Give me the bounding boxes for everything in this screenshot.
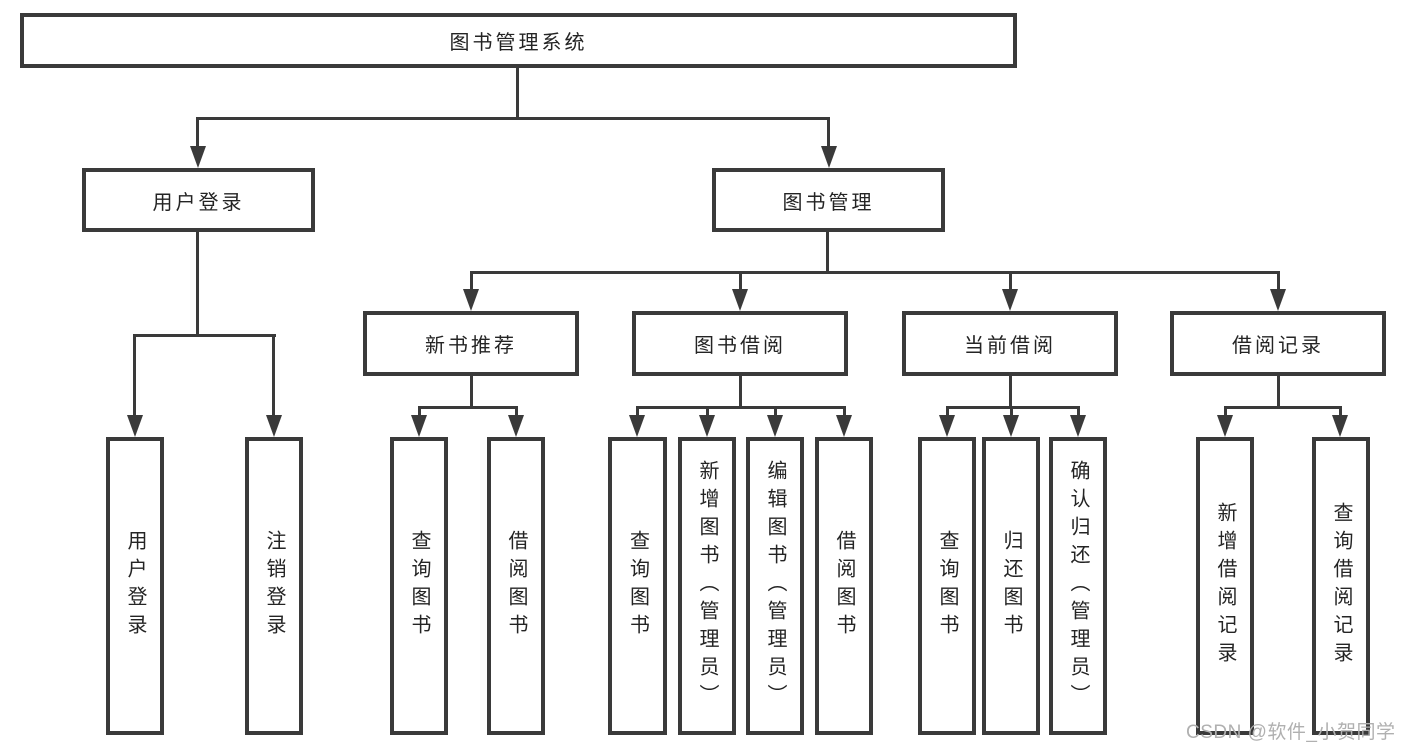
connector-line xyxy=(516,68,519,118)
arrow-down-icon xyxy=(1217,415,1233,437)
arrow-down-icon xyxy=(836,415,852,437)
arrow-down-icon xyxy=(508,415,524,437)
connector-line xyxy=(272,334,275,418)
node-label: 当前借阅 xyxy=(964,335,1056,357)
arrow-down-icon xyxy=(1070,415,1086,437)
arrow-down-icon xyxy=(411,415,427,437)
leaf-query-books-borrowing: 查询图书 xyxy=(608,437,667,735)
node-borrowing-records: 借阅记录 xyxy=(1170,311,1386,376)
leaf-edit-books-admin: 编辑图书（管理员） xyxy=(746,437,804,735)
node-label: 查询图书 xyxy=(936,530,958,642)
arrow-down-icon xyxy=(1003,415,1019,437)
connector-line xyxy=(739,271,742,291)
leaf-user-login: 用户登录 xyxy=(106,437,164,735)
leaf-borrow-books-recommend: 借阅图书 xyxy=(487,437,545,735)
connector-line xyxy=(1009,376,1012,409)
node-label: 查询图书 xyxy=(626,530,649,642)
node-root-library-management-system: 图书管理系统 xyxy=(20,13,1017,68)
node-label: 图书借阅 xyxy=(694,335,786,357)
arrow-down-icon xyxy=(1270,289,1286,311)
node-label: 新书推荐 xyxy=(425,335,517,357)
leaf-query-borrow-record: 查询借阅记录 xyxy=(1312,437,1370,735)
node-label: 新增借阅记录 xyxy=(1214,502,1236,670)
connector-line xyxy=(1277,376,1280,409)
connector-line xyxy=(636,406,639,417)
node-user-login: 用户登录 xyxy=(82,168,315,232)
leaf-query-books-current: 查询图书 xyxy=(918,437,976,735)
arrow-down-icon xyxy=(190,146,206,168)
node-label: 借阅图书 xyxy=(833,530,855,642)
connector-line xyxy=(826,232,829,274)
connector-line xyxy=(1077,406,1080,417)
leaf-add-borrow-record: 新增借阅记录 xyxy=(1196,437,1254,735)
arrow-down-icon xyxy=(266,415,282,437)
node-label: 编辑图书（管理员） xyxy=(764,460,786,712)
connector-line xyxy=(843,406,846,417)
arrow-down-icon xyxy=(699,415,715,437)
arrow-down-icon xyxy=(821,146,837,168)
connector-line xyxy=(418,406,518,409)
node-label: 新增图书（管理员） xyxy=(696,460,718,712)
connector-line xyxy=(418,406,421,417)
leaf-add-books-admin: 新增图书（管理员） xyxy=(678,437,736,735)
node-label: 图书管理 xyxy=(782,191,875,214)
connector-line xyxy=(470,271,1280,274)
node-label: 图书管理系统 xyxy=(449,32,588,54)
connector-line xyxy=(1010,406,1013,417)
connector-line xyxy=(1224,406,1227,417)
connector-line xyxy=(196,117,830,120)
node-label: 确认归还（管理员） xyxy=(1067,460,1089,712)
connector-line xyxy=(196,117,199,149)
connector-line xyxy=(636,406,845,409)
arrow-down-icon xyxy=(767,415,783,437)
connector-line xyxy=(470,376,473,409)
node-label: 用户登录 xyxy=(124,530,146,642)
arrow-down-icon xyxy=(732,289,748,311)
node-current-borrowing: 当前借阅 xyxy=(902,311,1118,376)
connector-line xyxy=(1277,271,1280,291)
leaf-return-books: 归还图书 xyxy=(982,437,1040,735)
connector-line xyxy=(706,406,709,417)
arrow-down-icon xyxy=(939,415,955,437)
connector-line xyxy=(774,406,777,417)
connector-line xyxy=(133,334,276,337)
node-label: 借阅记录 xyxy=(1232,335,1324,357)
connector-line xyxy=(133,334,136,418)
connector-line xyxy=(196,232,199,337)
node-label: 查询图书 xyxy=(408,530,430,642)
node-label: 归还图书 xyxy=(1000,530,1022,642)
connector-line xyxy=(946,406,949,417)
node-label: 注销登录 xyxy=(263,530,285,642)
node-new-book-recommendation: 新书推荐 xyxy=(363,311,579,376)
connector-line xyxy=(1009,271,1012,291)
leaf-borrow-books-borrowing: 借阅图书 xyxy=(815,437,873,735)
node-label: 借阅图书 xyxy=(505,530,527,642)
leaf-query-books-recommend: 查询图书 xyxy=(390,437,448,735)
arrow-down-icon xyxy=(1002,289,1018,311)
node-book-borrowing: 图书借阅 xyxy=(632,311,848,376)
arrow-down-icon xyxy=(127,415,143,437)
connector-line xyxy=(1339,406,1342,417)
leaf-confirm-return-admin: 确认归还（管理员） xyxy=(1049,437,1107,735)
arrow-down-icon xyxy=(1332,415,1348,437)
connector-line xyxy=(1224,406,1342,409)
connector-line xyxy=(515,406,518,417)
connector-line xyxy=(739,376,742,409)
leaf-logout: 注销登录 xyxy=(245,437,303,735)
csdn-watermark: CSDN @软件_小贺同学 xyxy=(1186,722,1396,743)
connector-line xyxy=(827,117,830,149)
node-label: 用户登录 xyxy=(152,191,245,214)
connector-line xyxy=(470,271,473,291)
node-book-management: 图书管理 xyxy=(712,168,945,232)
arrow-down-icon xyxy=(463,289,479,311)
node-label: 查询借阅记录 xyxy=(1330,502,1352,670)
arrow-down-icon xyxy=(629,415,645,437)
